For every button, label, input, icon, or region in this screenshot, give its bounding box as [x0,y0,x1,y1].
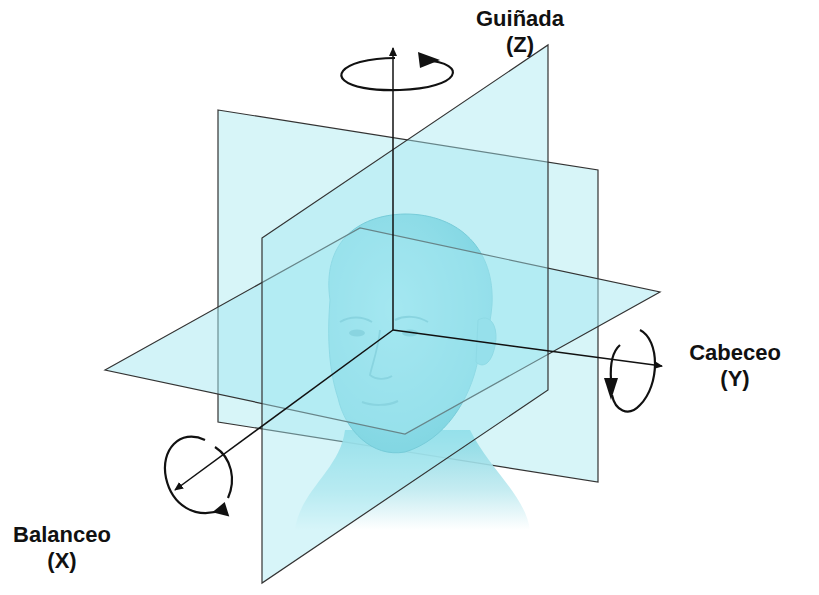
y-axis [393,330,662,366]
x-axis [175,330,393,490]
axis-label: Cabeceo (Y) [689,340,781,393]
pitch-arrowhead [604,378,618,400]
roll-rotation-arrow [215,447,232,498]
yaw-rotation-arrow [341,58,453,90]
axis-label: Balanceo (X) [13,522,111,575]
sagittal-plane [262,45,548,583]
pitch-rotation-arrow [612,330,655,412]
roll-rotation-arrow [165,437,222,513]
pitch-rotation-arrow [611,345,620,380]
axis-label: Guiñada (Z) [476,6,564,59]
yaw-arrowhead [418,52,440,68]
roll-arrowhead [211,502,229,520]
